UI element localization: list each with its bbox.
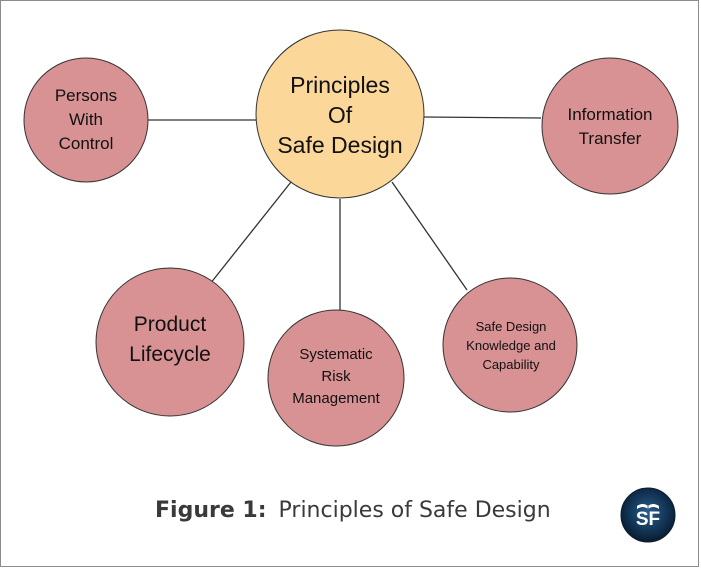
sf-logo: SF bbox=[620, 487, 676, 543]
node-information-circle bbox=[541, 57, 679, 195]
node-persons-circle bbox=[23, 57, 149, 183]
connector-information bbox=[423, 116, 542, 119]
connector-product bbox=[205, 181, 292, 290]
node-knowledge-label: Safe Design Knowledge and Capability bbox=[466, 318, 556, 372]
node-product-circle bbox=[95, 267, 245, 417]
node-center-circle bbox=[255, 29, 425, 199]
logo-text: SF bbox=[635, 509, 661, 530]
node-risk-label: Systematic Risk Management bbox=[292, 346, 380, 407]
node-product-label: Product Lifecycle bbox=[129, 313, 211, 366]
caption-text: Principles of Safe Design bbox=[278, 498, 551, 523]
book-icon bbox=[637, 504, 659, 509]
node-persons-label: Persons With Control bbox=[54, 86, 118, 153]
connector-knowledge bbox=[391, 181, 468, 291]
node-center-label: Principles Of Safe Design bbox=[277, 72, 403, 158]
node-risk-circle bbox=[267, 309, 405, 447]
node-knowledge-circle bbox=[442, 277, 578, 413]
node-information-label: Information Transfer bbox=[567, 105, 653, 148]
caption-prefix: Figure 1: bbox=[155, 498, 267, 523]
figure-caption: Figure 1: Principles of Safe Design bbox=[155, 498, 551, 523]
